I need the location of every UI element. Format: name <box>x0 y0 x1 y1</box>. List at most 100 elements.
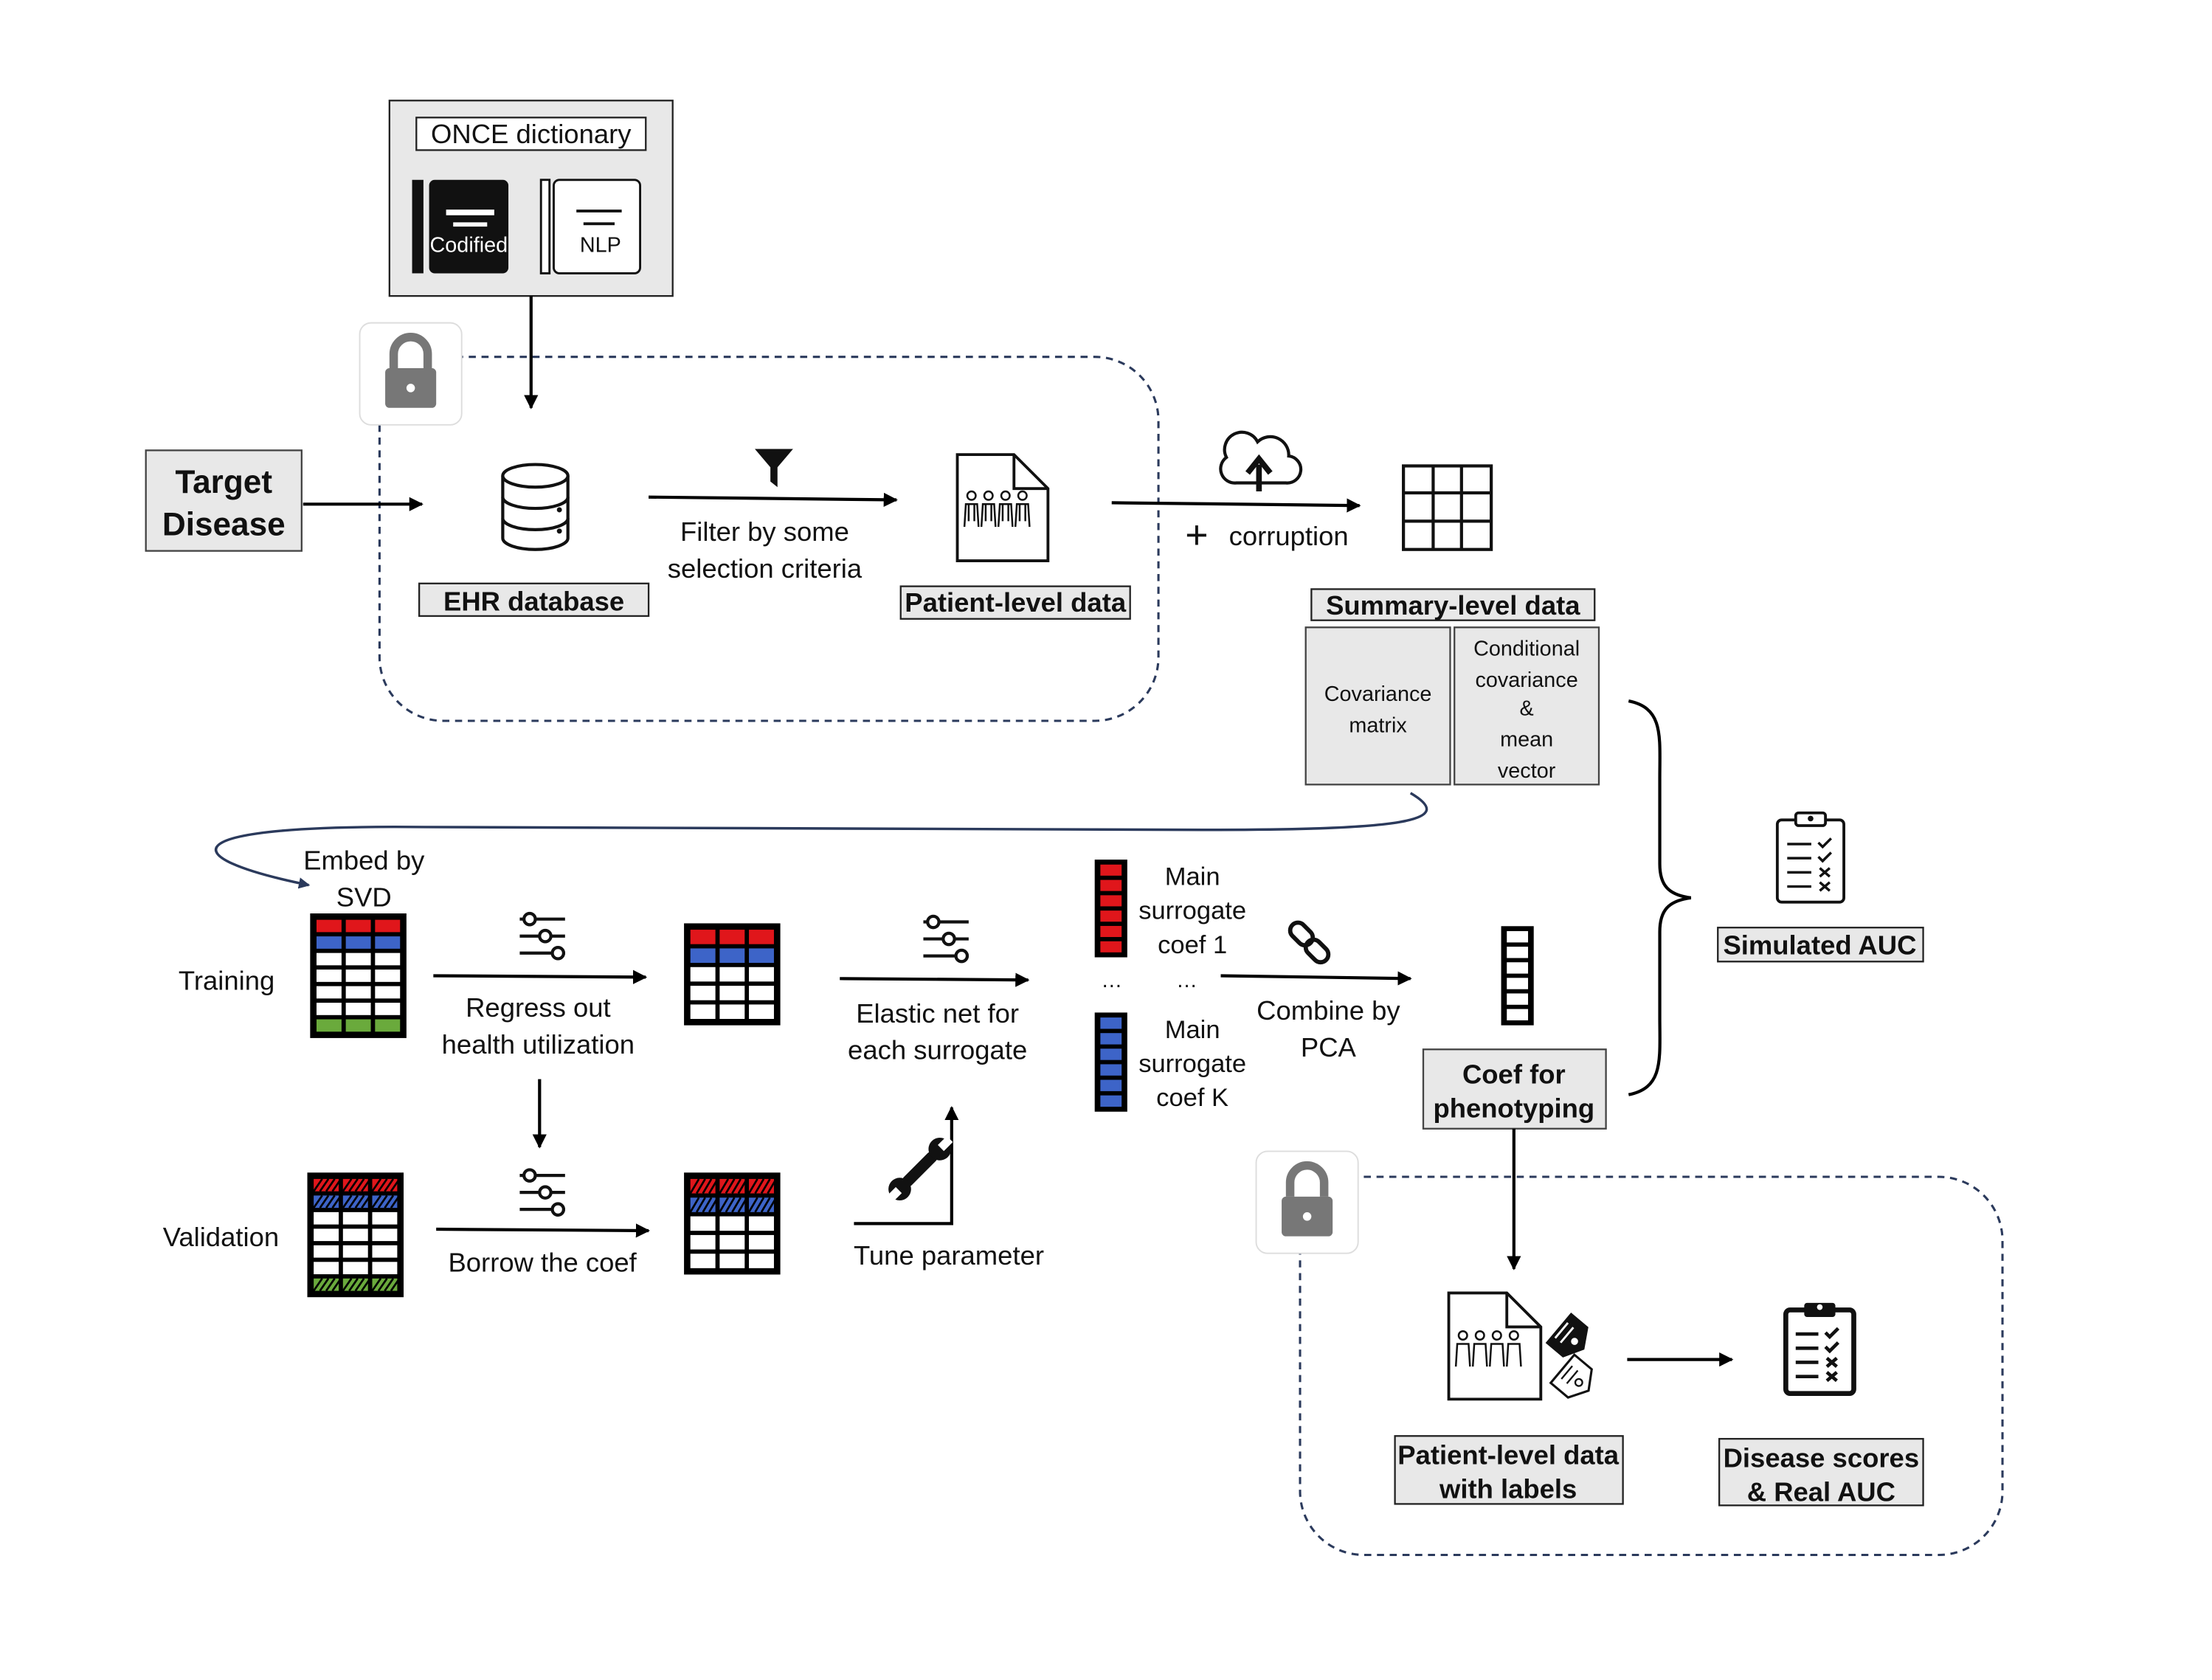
patient-document-tags-icon <box>1447 1291 1593 1401</box>
conditional-line4: mean <box>1500 728 1553 752</box>
hatch-line <box>371 1195 382 1209</box>
hatch-line <box>689 1178 700 1195</box>
hatch-line <box>689 1197 700 1213</box>
mainK-line2: surrogate <box>1138 1050 1246 1078</box>
matrix-cell <box>345 919 371 933</box>
matrix-cell <box>749 967 774 982</box>
hatch-line <box>371 1178 382 1192</box>
hatch-line <box>313 1278 323 1292</box>
regress-line2: health utilization <box>442 1029 635 1059</box>
coef-pheno-line2: phenotyping <box>1433 1093 1594 1123</box>
hatch-line <box>313 1178 323 1192</box>
matrix-cell <box>375 1003 401 1015</box>
hatch-line <box>331 1195 342 1209</box>
main1-line1: Main <box>1165 863 1220 891</box>
matrix-cell <box>316 919 342 933</box>
matrix-cell <box>690 948 716 964</box>
lock-icon <box>359 322 463 426</box>
simulated-auc-label: Simulated AUC <box>1723 930 1916 961</box>
matrix-cell <box>749 948 774 964</box>
hatch-line <box>390 1178 401 1192</box>
hatch-line <box>342 1178 353 1192</box>
ellipsis-bar: … <box>1101 969 1122 992</box>
disease-scores-line1: Disease scores <box>1724 1442 1920 1473</box>
hatch-line <box>708 1197 719 1213</box>
summary-title: Summary-level data <box>1326 590 1580 621</box>
slider-knob <box>550 945 566 961</box>
matrix-cell <box>314 1245 339 1258</box>
matrix-cell <box>719 1234 745 1250</box>
cloud-upload-icon <box>1219 430 1303 492</box>
matrix-cell <box>345 953 371 966</box>
training-label: Training <box>179 966 274 996</box>
hatch-line <box>767 1197 778 1213</box>
conditional-line1: Conditional <box>1473 637 1580 661</box>
matrix-cell <box>372 1245 398 1258</box>
matrix-cell <box>690 967 716 982</box>
nlp-book-icon: NLP <box>539 179 642 274</box>
matrix-cell <box>372 1211 398 1225</box>
embed-line1: Embed by <box>303 846 425 876</box>
matrix-cell <box>375 1019 401 1032</box>
hatch-line <box>354 1278 365 1292</box>
validation-label: Validation <box>163 1222 279 1252</box>
matrix-cell <box>314 1211 339 1225</box>
hatch-line <box>371 1278 382 1292</box>
matrix-cell <box>719 1216 745 1231</box>
matrix-cell <box>690 986 716 1000</box>
codified-book-icon: Codified <box>412 179 509 274</box>
matrix-cell <box>690 1234 716 1250</box>
slider-knob <box>941 931 956 947</box>
hatch-line <box>361 1278 371 1292</box>
secure-region-bottom <box>1299 1175 2004 1557</box>
hatch-line <box>390 1195 401 1209</box>
hatch-line <box>737 1178 748 1195</box>
hatch-line <box>361 1195 371 1209</box>
patient-labels-line2: with labels <box>1439 1474 1577 1504</box>
elastic-line2: each surrogate <box>848 1035 1027 1065</box>
nlp-label: NLP <box>580 234 621 257</box>
matrix-cell <box>316 986 342 999</box>
hatch-line <box>319 1178 330 1192</box>
validation-residual-matrix-icon <box>684 1172 781 1275</box>
target-disease-box <box>145 449 303 552</box>
bar-cell <box>1100 864 1122 876</box>
bar-cell <box>1100 1079 1122 1091</box>
matrix-cell <box>375 953 401 966</box>
hatch-line <box>760 1178 771 1195</box>
main-surrogate-coef-1-bar <box>1094 860 1127 958</box>
embed-line2: SVD <box>336 882 392 912</box>
bar-cell <box>1100 1048 1122 1060</box>
hatch-line <box>331 1278 342 1292</box>
bar-cell <box>1100 941 1122 953</box>
hatch-line <box>354 1178 365 1192</box>
clipboard-bold-icon <box>1783 1302 1856 1397</box>
bar-cell <box>1100 1033 1122 1045</box>
matrix-cell <box>345 986 371 999</box>
disease-scores-line2: & Real AUC <box>1747 1477 1895 1507</box>
target-disease-line2: Disease <box>162 507 286 543</box>
matrix-cell <box>749 1004 774 1020</box>
secure-region-top <box>378 356 1160 722</box>
bar-cell <box>1507 931 1529 943</box>
combine-line1: Combine by <box>1257 995 1400 1026</box>
hatch-line <box>767 1178 778 1195</box>
bar-cell <box>1507 1009 1529 1020</box>
hatch-line <box>754 1178 765 1195</box>
hatch-line <box>754 1197 765 1213</box>
matrix-cell <box>719 1004 745 1020</box>
hatch-line <box>390 1278 401 1292</box>
link-chain-icon <box>1288 920 1331 965</box>
once-dictionary-panel: ONCE dictionary Codified NLP <box>388 100 674 297</box>
hatch-line <box>348 1278 359 1292</box>
ehr-label: EHR database <box>443 586 624 616</box>
hatch-line <box>348 1195 359 1209</box>
hatch-line <box>731 1197 742 1213</box>
hatch-line <box>319 1195 330 1209</box>
training-matrix-icon <box>310 913 407 1038</box>
main-surrogate-coef-k-bar <box>1094 1012 1127 1112</box>
matrix-cell <box>375 969 401 982</box>
bar-cell <box>1100 895 1122 907</box>
